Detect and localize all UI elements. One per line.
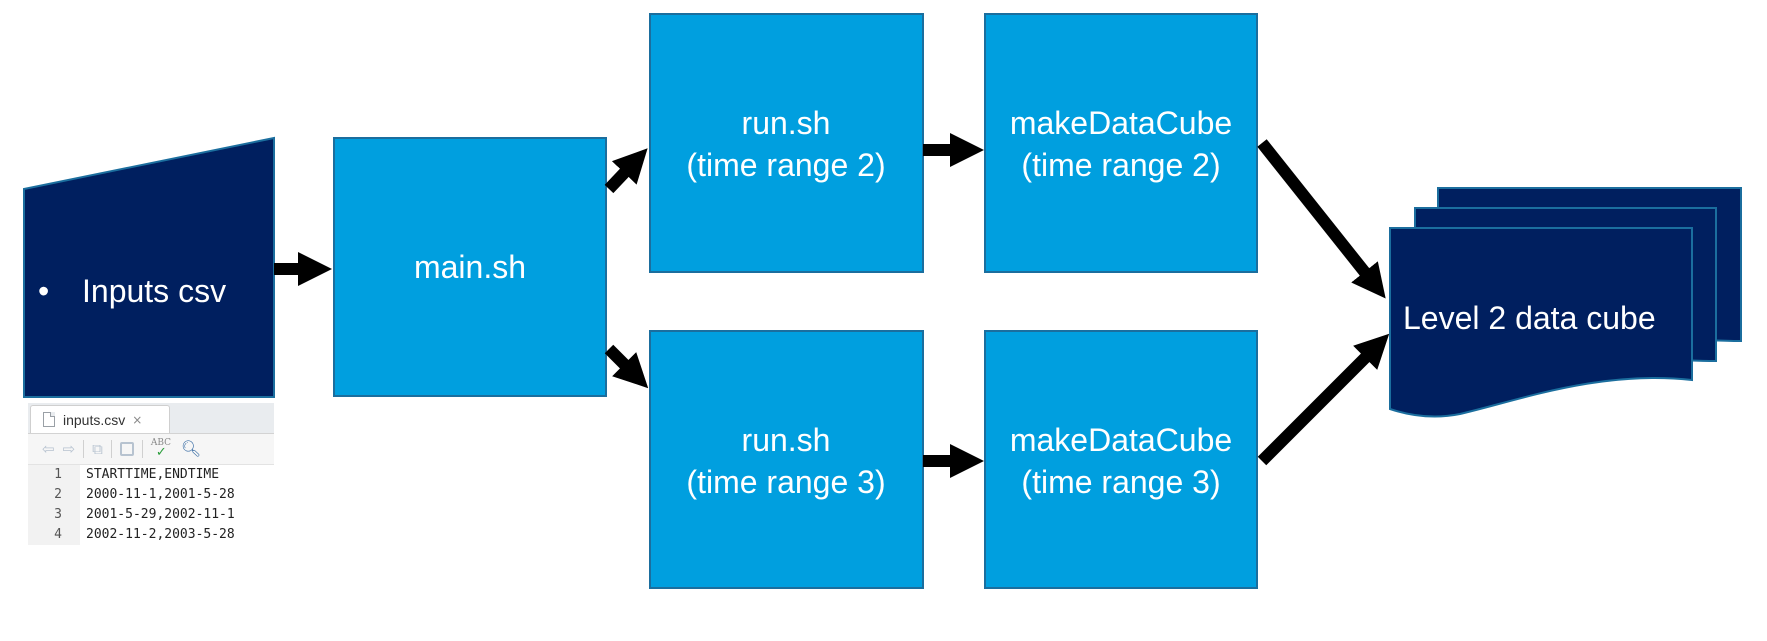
make-datacube-3-node: makeDataCube (time range 3)	[984, 330, 1258, 589]
code-line: 2000-11-1,2001-5-28	[86, 487, 235, 502]
code-line: 2001-5-29,2002-11-1	[86, 507, 235, 522]
connectors	[274, 133, 1390, 478]
document-front	[1389, 227, 1693, 418]
save-icon[interactable]	[119, 442, 134, 456]
editor-toolbar: ⇦ ⇨ ⧉ ABC✓ 🔍︎	[28, 434, 274, 465]
close-icon[interactable]: ×	[132, 412, 143, 427]
arrow-main-to-run2	[604, 148, 648, 194]
inputs-csv-label: Inputs csv	[82, 273, 226, 309]
toolbar-divider	[141, 440, 143, 458]
make-datacube-2-box	[984, 13, 1258, 273]
tab-inputs-csv[interactable]: inputs.csv ×	[30, 405, 170, 433]
arrow-make3-to-cube	[1257, 333, 1390, 466]
toolbar-divider	[110, 440, 112, 458]
run-sh-2-line1: run.sh	[742, 105, 831, 141]
editor-tab-bar: inputs.csv ×	[28, 403, 274, 434]
search-icon[interactable]: 🔍︎	[180, 439, 202, 458]
code-line: STARTTIME,ENDTIME	[86, 467, 220, 482]
run-sh-2-node: run.sh (time range 2)	[649, 13, 924, 273]
main-sh-node: main.sh	[333, 137, 607, 397]
line-number: 1	[54, 467, 62, 482]
make-datacube-2-line1: makeDataCube	[1010, 105, 1232, 141]
code-lines: STARTTIME,ENDTIME 2000-11-1,2001-5-28 20…	[80, 465, 235, 545]
line-number: 3	[54, 507, 62, 522]
arrow-make2-to-cube	[1257, 139, 1386, 299]
line-number: 2	[54, 487, 62, 502]
level2-datacube-label: Level 2 data cube	[1403, 300, 1656, 336]
main-sh-label: main.sh	[414, 249, 526, 285]
tab-label: inputs.csv	[63, 411, 126, 428]
inputs-csv-node: • Inputs csv	[23, 136, 275, 398]
inputs-csv-bullet: •	[38, 273, 49, 309]
run-sh-2-box	[649, 13, 924, 273]
back-arrow-icon[interactable]: ⇦	[42, 439, 55, 458]
forward-arrow-icon[interactable]: ⇨	[62, 439, 76, 458]
show-in-window-icon[interactable]: ⧉	[92, 439, 103, 458]
editor-code-area[interactable]: 1 2 3 4 STARTTIME,ENDTIME 2000-11-1,2001…	[28, 465, 274, 545]
spellcheck-icon[interactable]: ABC✓	[150, 438, 172, 460]
inputs-csv-shape	[23, 136, 275, 398]
toolbar-divider	[83, 440, 85, 458]
arrow-main-to-run3	[604, 344, 649, 389]
run-sh-3-node: run.sh (time range 3)	[649, 330, 924, 589]
line-number-gutter: 1 2 3 4	[28, 465, 80, 545]
make-datacube-2-line2: (time range 2)	[1021, 147, 1220, 183]
file-icon	[43, 412, 55, 427]
run-sh-3-line1: run.sh	[742, 422, 831, 458]
make-datacube-3-box	[984, 330, 1258, 589]
run-sh-2-line2: (time range 2)	[686, 147, 885, 183]
level2-datacube-node: Level 2 data cube	[1389, 187, 1742, 418]
run-sh-3-box	[649, 330, 924, 589]
make-datacube-3-line2: (time range 3)	[1021, 464, 1220, 500]
main-sh-box	[333, 137, 607, 397]
run-sh-3-line2: (time range 3)	[686, 464, 885, 500]
line-number: 4	[54, 527, 62, 542]
make-datacube-2-node: makeDataCube (time range 2)	[984, 13, 1258, 273]
csv-editor-snippet: inputs.csv × ⇦ ⇨ ⧉ ABC✓ 🔍︎ 1 2 3 4 START…	[28, 403, 274, 559]
code-line: 2002-11-2,2003-5-28	[86, 527, 235, 542]
make-datacube-3-line1: makeDataCube	[1010, 422, 1232, 458]
